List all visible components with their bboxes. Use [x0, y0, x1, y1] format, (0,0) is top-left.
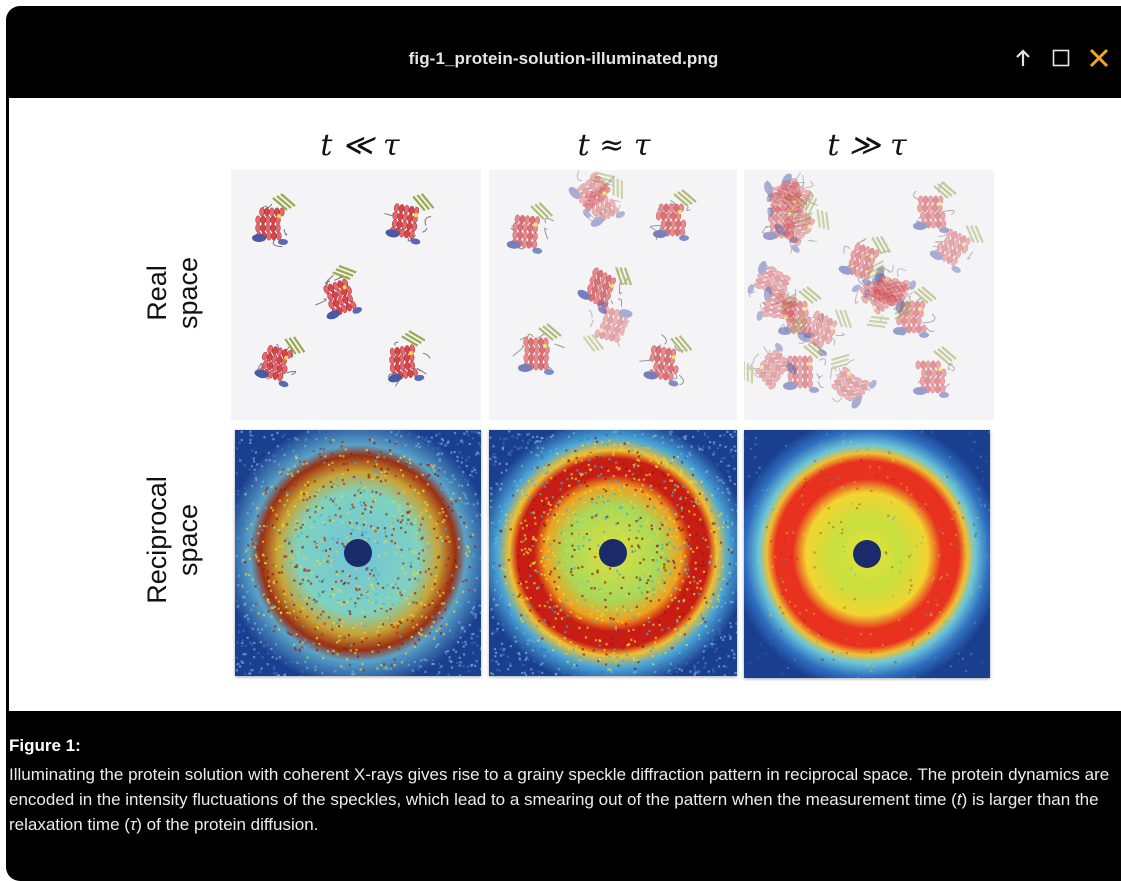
row-label-line: space: [173, 256, 203, 330]
row-label-real-space: Real space: [142, 257, 204, 329]
figure-image: t ≪ τ t ≈ τ t ≫ τ Real space Reciprocal …: [9, 98, 1121, 711]
window-title: fig-1_protein-solution-illuminated.png: [408, 49, 719, 68]
column-label-short-time: t ≪ τ: [320, 128, 400, 163]
maximize-icon[interactable]: [1049, 46, 1073, 70]
close-icon[interactable]: [1087, 46, 1111, 70]
title-bar: fig-1_protein-solution-illuminated.png: [6, 6, 1121, 98]
speckle-pattern-panel-1: [235, 430, 481, 676]
caption-text: Illuminating the protein solution with c…: [9, 762, 1121, 837]
window-controls: [1011, 46, 1111, 70]
column-label-equal-time: t ≈ τ: [577, 128, 651, 163]
caption-symbol-tau: τ: [129, 815, 137, 834]
row-label-line: Real: [142, 265, 172, 321]
arrow-up-icon[interactable]: [1011, 46, 1035, 70]
caption-text-part: ) of the protein diffusion.: [136, 815, 319, 834]
real-space-panel-3: [744, 170, 994, 420]
real-space-panel-1: [231, 170, 481, 420]
caption-text-part: ) is larger than the relaxation time (: [9, 790, 1099, 834]
caption-title: Figure 1:: [9, 736, 81, 755]
row-label-line: space: [173, 503, 203, 577]
speckle-pattern-panel-2: [489, 430, 737, 676]
caption-text-part: Illuminating the protein solution with c…: [9, 765, 1110, 809]
image-viewer-window: fig-1_protein-solution-illuminated.png t…: [6, 6, 1121, 881]
row-label-line: Reciprocal: [142, 476, 172, 604]
figure-caption: Figure 1: Illuminating the protein solut…: [9, 736, 1121, 837]
row-label-reciprocal-space: Reciprocal space: [142, 476, 204, 604]
column-label-long-time: t ≫ τ: [827, 128, 907, 163]
caption-symbol-t: t: [956, 790, 962, 809]
real-space-panel-2: [489, 170, 737, 420]
speckle-pattern-panel-3: [744, 430, 990, 678]
